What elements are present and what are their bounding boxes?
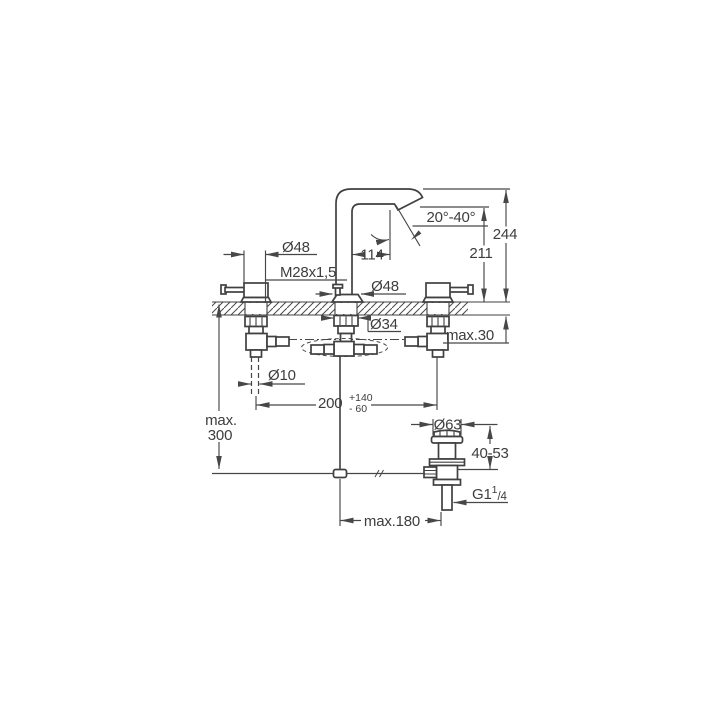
label-shank-diameter: Ø34 bbox=[370, 316, 398, 333]
tee-left-fitting bbox=[323, 343, 335, 355]
countertop bbox=[212, 301, 510, 316]
pull-rod-linkage bbox=[212, 468, 425, 479]
right-lever-cap bbox=[467, 284, 474, 295]
right-nut-lines bbox=[431, 317, 445, 326]
deck-hole-center bbox=[335, 303, 357, 314]
label-angle-range: 20°-40° bbox=[427, 209, 476, 226]
left-hose-fitting bbox=[266, 335, 277, 348]
pull-rod-knob-cap bbox=[332, 283, 344, 289]
tee-right-hose bbox=[363, 344, 378, 355]
left-valve bbox=[220, 282, 290, 396]
deck-hole-left bbox=[245, 303, 267, 314]
right-valve-body bbox=[425, 282, 451, 299]
left-nut-lines bbox=[249, 317, 263, 326]
label-base-diameter: Ø48 bbox=[371, 278, 399, 295]
spout-shank bbox=[337, 325, 355, 335]
label-depth-max-2: 300 bbox=[208, 427, 232, 444]
label-height-total: 244 bbox=[493, 226, 517, 243]
right-tailpiece bbox=[431, 349, 445, 358]
label-tol-minus: - 60 bbox=[349, 403, 367, 415]
label-waste-thread: G11/4 bbox=[472, 484, 507, 503]
spout-shank-lower bbox=[339, 332, 353, 343]
waste-thread-main: G1 bbox=[472, 486, 492, 503]
label-height-outlet: 211 bbox=[469, 245, 492, 262]
waste-thread-sup: 1 bbox=[492, 484, 498, 496]
right-hose bbox=[404, 336, 419, 347]
right-lever bbox=[447, 286, 470, 293]
pop-up-waste bbox=[423, 429, 466, 511]
rod-break-mark bbox=[374, 469, 384, 478]
left-valve-flange bbox=[239, 296, 273, 303]
swivel-arrow bbox=[370, 234, 390, 246]
left-shank bbox=[248, 325, 264, 335]
rod-coupler bbox=[332, 468, 348, 479]
waste-neck bbox=[437, 442, 457, 460]
waste-lever-knuckle bbox=[423, 466, 438, 479]
right-elbow bbox=[426, 332, 449, 351]
deck-hole-edges bbox=[244, 302, 450, 315]
left-tailpiece bbox=[249, 349, 263, 358]
label-tol-plus: +140 bbox=[349, 392, 373, 404]
stream-angle-line bbox=[395, 205, 421, 247]
waste-plug-lines bbox=[439, 430, 455, 436]
tee-right-fitting bbox=[353, 343, 365, 355]
nut-thread-lines bbox=[339, 316, 353, 325]
left-valve-body bbox=[243, 282, 269, 299]
label-depth-max-1: max. bbox=[205, 412, 237, 429]
waste-body bbox=[435, 464, 459, 481]
left-lever bbox=[224, 286, 247, 293]
label-waste-flange-diameter: Ø63 bbox=[434, 417, 462, 434]
tee-connector bbox=[333, 340, 355, 357]
label-deck-thickness: max.30 bbox=[446, 327, 494, 344]
spout bbox=[330, 188, 424, 303]
left-hose bbox=[275, 336, 290, 347]
label-hole-distance: 200 bbox=[318, 395, 342, 412]
deck-hole-right bbox=[427, 303, 449, 314]
waste-knuckle-lines bbox=[424, 469, 437, 475]
waste-flange bbox=[430, 435, 464, 444]
label-handle-diameter: Ø48 bbox=[282, 239, 310, 256]
waste-tailpiece bbox=[441, 484, 453, 511]
spout-escutcheon bbox=[330, 293, 365, 303]
label-thread-top: M28x1,5 bbox=[280, 264, 336, 281]
right-valve bbox=[404, 282, 474, 358]
label-rod-diameter: Ø10 bbox=[268, 367, 296, 384]
label-rod-reach: max.180 bbox=[364, 513, 420, 530]
stream-angle-arrowhead bbox=[411, 230, 422, 240]
left-elbow bbox=[245, 332, 268, 351]
spout-pipe bbox=[335, 188, 424, 297]
right-hose-fitting bbox=[417, 335, 428, 348]
tee-left-hose bbox=[310, 344, 325, 355]
right-valve-flange bbox=[421, 296, 455, 303]
dimension-annotations: Ø48 M28x1,5 114 20°-40° 244 211 Ø48 bbox=[205, 188, 517, 530]
waste-thread-frac: /4 bbox=[497, 491, 507, 503]
spout-underdeck-assembly bbox=[288, 314, 425, 470]
label-waste-height-range: 40-53 bbox=[471, 445, 508, 462]
right-shank bbox=[430, 325, 446, 335]
label-spout-reach: 114 bbox=[360, 247, 383, 264]
